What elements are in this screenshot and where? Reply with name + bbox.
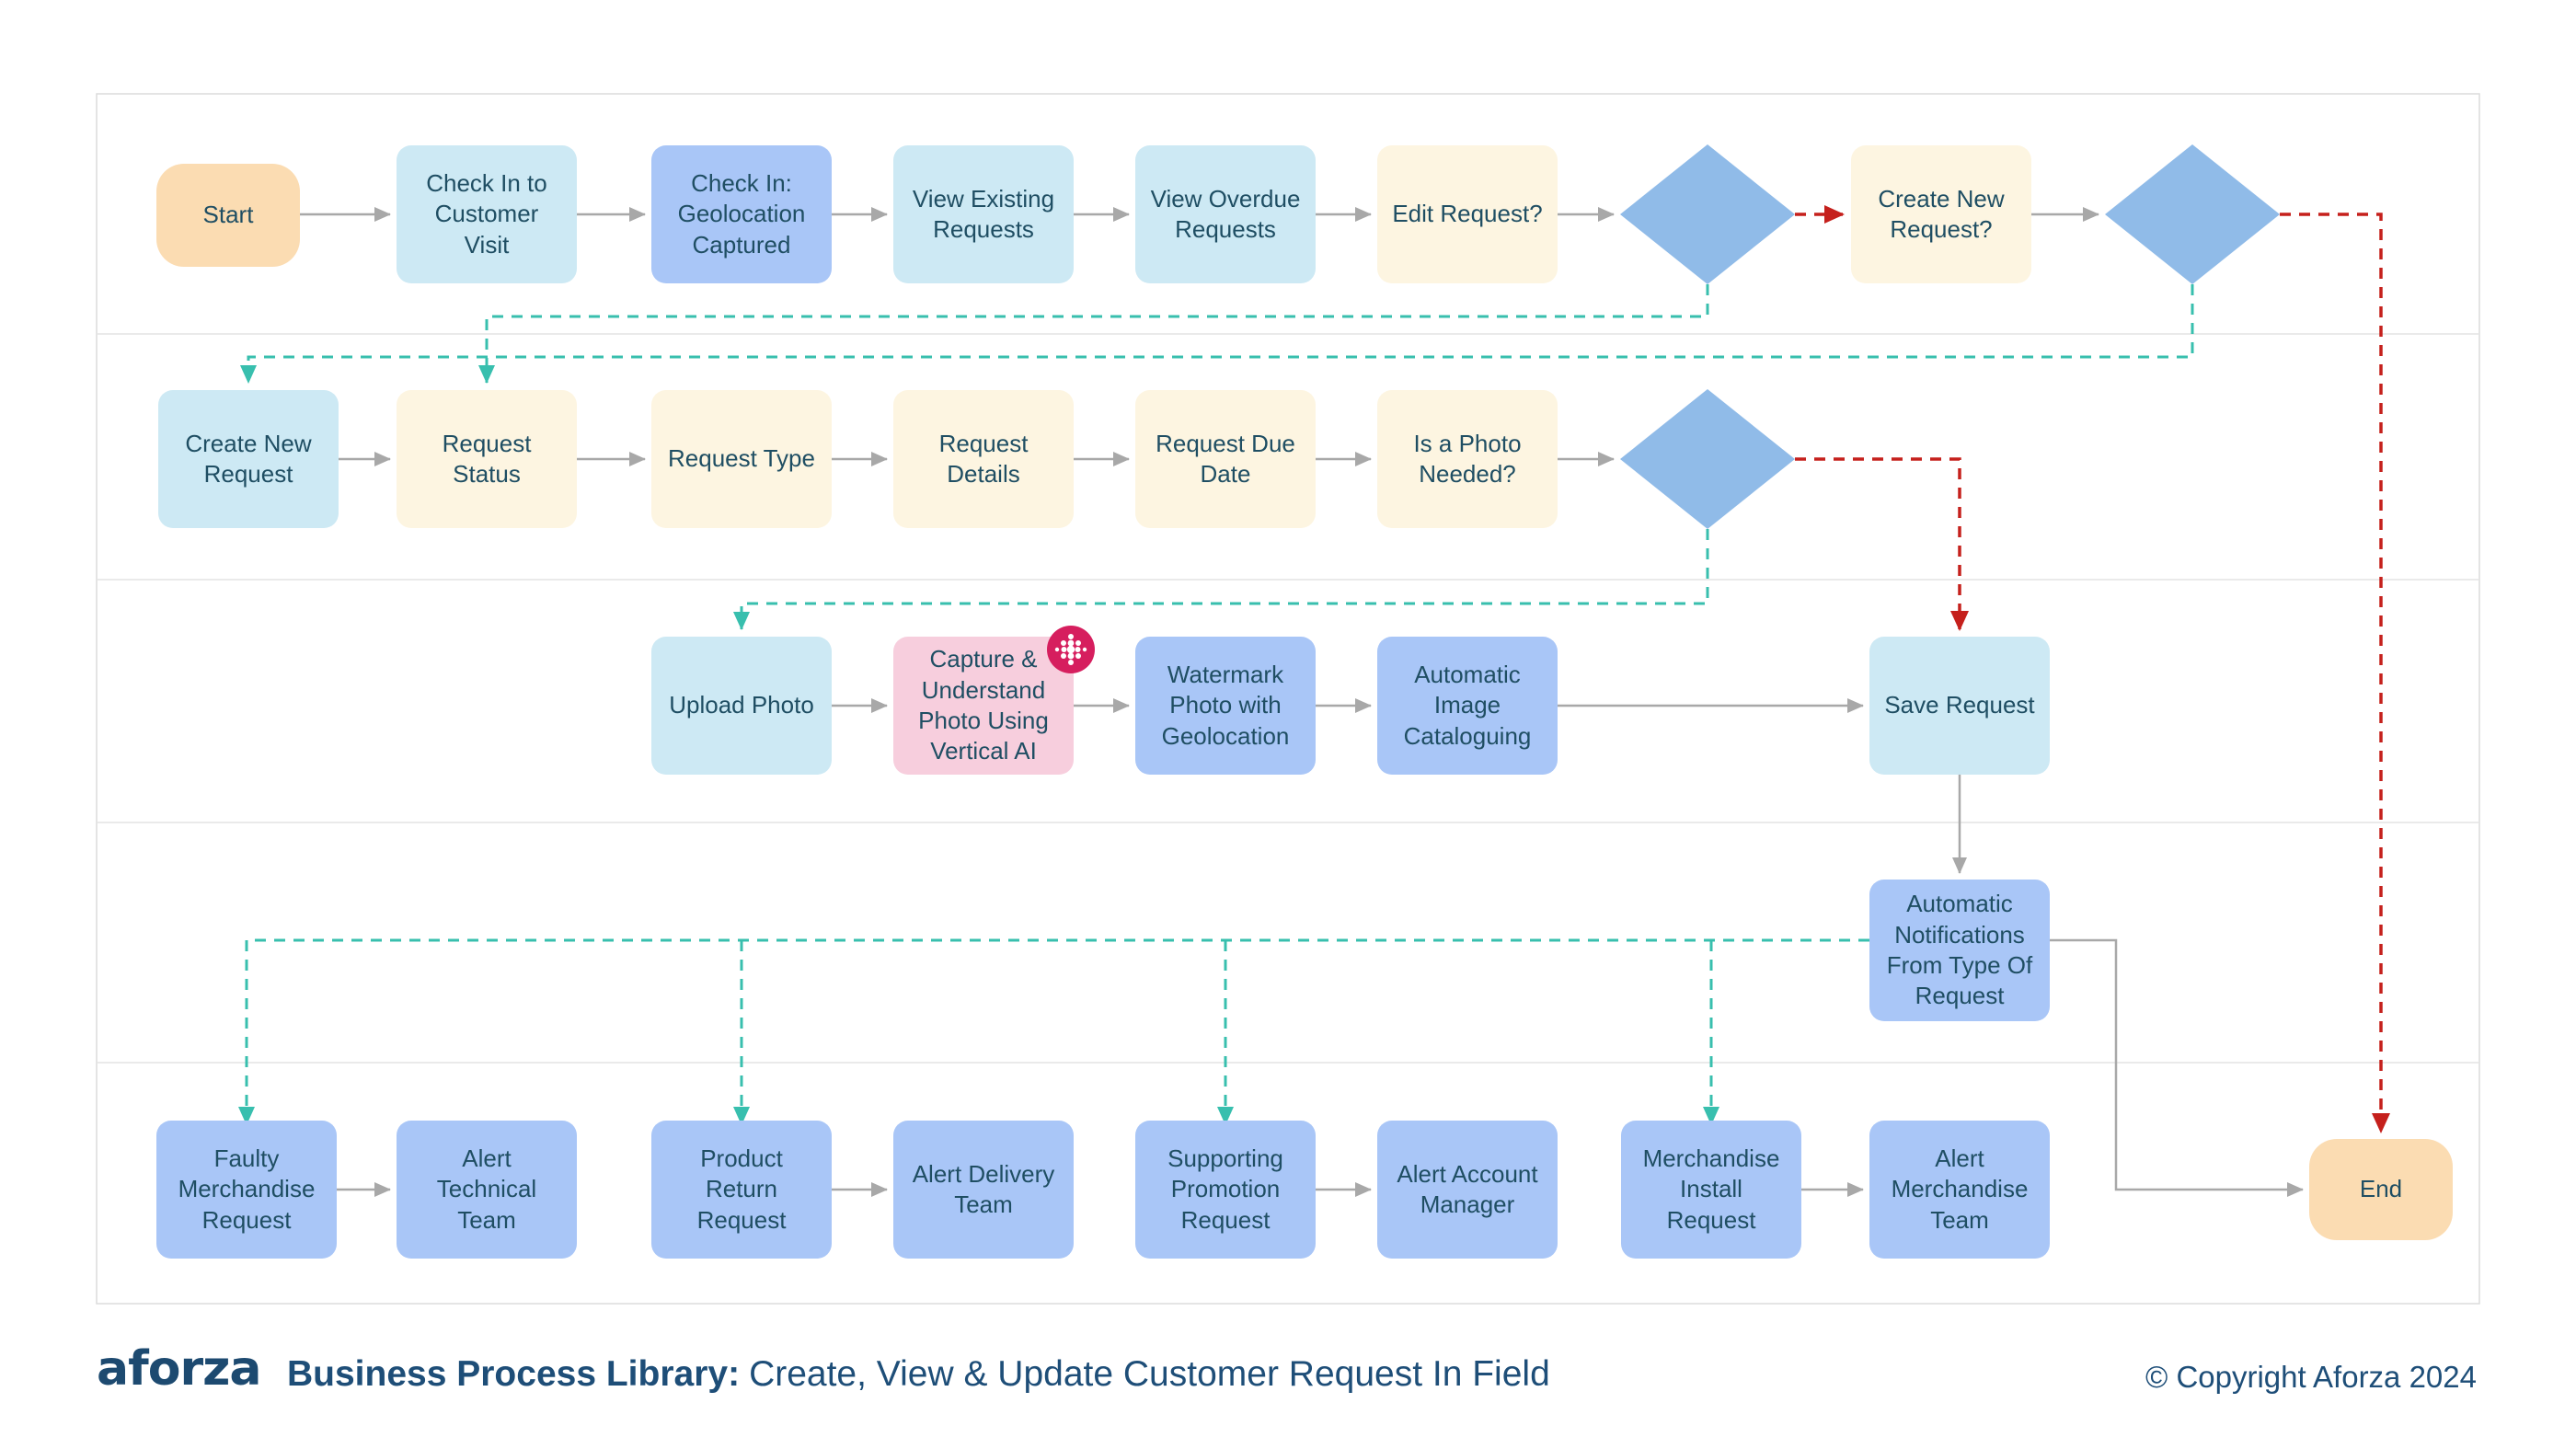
node-watermark-photo: Watermark Photo with Geolocation [1135,637,1316,775]
node-request-type: Request Type [651,390,832,528]
node-alert-account-manager: Alert Account Manager [1377,1121,1558,1259]
node-create-new-request: Create New Request [158,390,339,528]
edge-decisionedit-status-teal [478,284,1709,384]
chart-border [96,93,2480,1305]
node-automatic-image-cataloguing: Automatic Image Cataloguing [1377,637,1558,775]
node-request-status: Request Status [397,390,577,528]
node-request-due-date: Request Due Date [1135,390,1316,528]
node-alert-merchandise-team: Alert Merchandise Team [1869,1121,2050,1259]
node-start: Start [156,164,300,267]
edge-notifications-end [2050,938,2304,1197]
node-view-existing-requests: View Existing Requests [893,145,1074,283]
node-save-request: Save Request [1869,637,2050,775]
node-edit-request: Edit Request? [1377,145,1558,283]
node-end: End [2309,1139,2453,1240]
aforza-logo: aforza [97,1341,261,1397]
node-supporting-promotion-request: Supporting Promotion Request [1135,1121,1316,1259]
node-check-in-customer-visit: Check In to Customer Visit [397,145,577,283]
node-view-overdue-requests: View Overdue Requests [1135,145,1316,283]
node-is-photo-needed: Is a Photo Needed? [1377,390,1558,528]
node-upload-photo: Upload Photo [651,637,832,775]
vertical-ai-badge-icon [1045,624,1097,675]
node-check-in-geolocation: Check In: Geolocation Captured [651,145,832,283]
node-merchandise-install-request: Merchandise Install Request [1621,1121,1801,1259]
node-faulty-merchandise-request: Faulty Merchandise Request [156,1121,337,1259]
edge-decisionphoto-upload-teal [733,529,1709,630]
edge-decisioncreate-end-red [2280,213,2390,1133]
edge-decisioncreate-createnew-teal [240,284,2194,384]
node-create-new-request-question: Create New Request? [1851,145,2031,283]
decision-diamond-edit-request [1620,144,1795,284]
node-alert-technical-team: Alert Technical Team [397,1121,577,1259]
node-request-details: Request Details [893,390,1074,528]
diagram-title-text: Create, View & Update Customer Request I… [749,1354,1550,1394]
diagram-title: Business Process Library:Create, View & … [287,1354,1550,1395]
decision-diamond-create-new-request [2105,144,2280,284]
node-automatic-notifications: Automatic Notifications From Type Of Req… [1869,880,2050,1021]
node-capture-understand-photo: Capture & Understand Photo Using Vertica… [893,637,1074,775]
decision-diamond-photo-needed [1620,389,1795,529]
edge-decisionphoto-save-red [1795,457,1969,631]
diagram-title-prefix: Business Process Library: [287,1354,741,1394]
node-product-return-request: Product Return Request [651,1121,832,1259]
node-alert-delivery-team: Alert Delivery Team [893,1121,1074,1259]
copyright-text: © Copyright Aforza 2024 [2145,1360,2477,1394]
